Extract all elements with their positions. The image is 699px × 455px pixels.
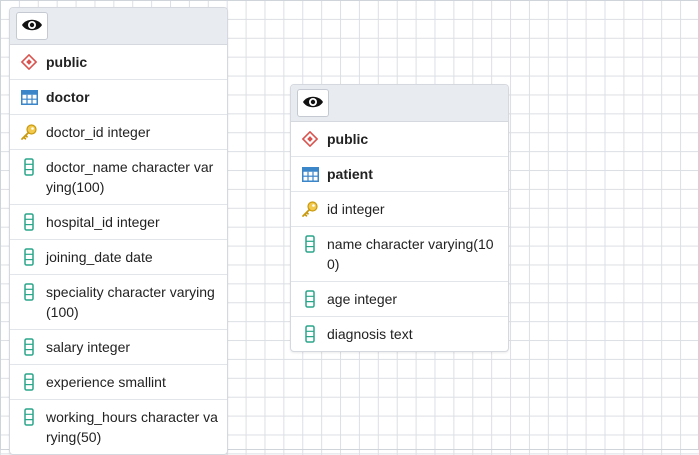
table-icon (20, 87, 38, 107)
column-label: id integer (327, 201, 385, 217)
column-icon (20, 372, 38, 392)
column-row: name character varying(100) (291, 227, 508, 282)
toggle-details-button[interactable] (297, 89, 329, 117)
column-row: doctor_id integer (10, 115, 227, 150)
table-name-row: patient (291, 157, 508, 192)
column-row: diagnosis text (291, 317, 508, 351)
primary-key-icon (301, 199, 319, 219)
node-header (10, 8, 227, 45)
table-name-row: doctor (10, 80, 227, 115)
schema-icon (20, 52, 38, 72)
column-icon (20, 337, 38, 357)
eye-icon (302, 95, 324, 112)
schema-name: public (46, 54, 88, 70)
column-row: experience smallint (10, 365, 227, 400)
column-row: working_hours character varying(50) (10, 400, 227, 454)
column-icon (301, 234, 319, 254)
column-label: speciality character varying(100) (46, 284, 215, 320)
table-icon (301, 164, 319, 184)
column-icon (20, 212, 38, 232)
column-icon (301, 289, 319, 309)
schema-row: public (291, 122, 508, 157)
column-icon (301, 324, 319, 344)
column-row: age integer (291, 282, 508, 317)
table-node-patient[interactable]: public patient id integer name character … (290, 84, 509, 352)
column-icon (20, 247, 38, 267)
column-label: hospital_id integer (46, 214, 160, 230)
eye-icon (21, 18, 43, 35)
toggle-details-button[interactable] (16, 12, 48, 40)
schema-row: public (10, 45, 227, 80)
table-node-doctor[interactable]: public doctor doctor_id integer doctor_na… (9, 7, 228, 455)
column-label: name character varying(100) (327, 236, 494, 272)
column-icon (20, 157, 38, 177)
column-row: doctor_name character varying(100) (10, 150, 227, 205)
column-row: speciality character varying(100) (10, 275, 227, 330)
column-label: doctor_name character varying(100) (46, 159, 214, 195)
column-icon (20, 407, 38, 427)
table-name: doctor (46, 89, 90, 105)
column-label: working_hours character varying(50) (46, 409, 218, 445)
node-header (291, 85, 508, 122)
schema-icon (301, 129, 319, 149)
column-icon (20, 282, 38, 302)
column-label: diagnosis text (327, 326, 413, 342)
column-row: id integer (291, 192, 508, 227)
schema-name: public (327, 131, 369, 147)
table-name: patient (327, 166, 373, 182)
column-label: experience smallint (46, 374, 166, 390)
column-label: salary integer (46, 339, 131, 355)
primary-key-icon (20, 122, 38, 142)
column-label: doctor_id integer (46, 124, 151, 140)
column-row: hospital_id integer (10, 205, 227, 240)
column-label: age integer (327, 291, 398, 307)
column-label: joining_date date (46, 249, 153, 265)
column-row: joining_date date (10, 240, 227, 275)
column-row: salary integer (10, 330, 227, 365)
